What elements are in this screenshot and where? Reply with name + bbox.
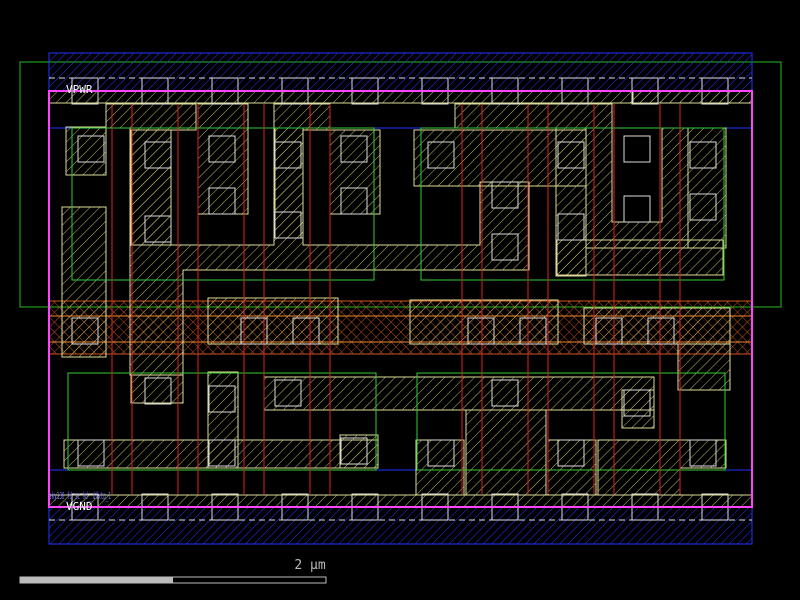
contacts-layer — [71, 135, 717, 467]
cell-name-label: sky130_fd_sc_hd__dfxtp_1 — [49, 491, 111, 502]
vpwr-rail-metal1 — [48, 52, 753, 92]
vpwr-pin-label: VPWR — [66, 83, 93, 96]
poly-gates — [111, 104, 681, 494]
vgnd-rail-metal1 — [48, 506, 753, 545]
cell-boundary — [48, 90, 753, 508]
scale-bar-label: 2 µm — [294, 558, 326, 573]
diffusion-layer — [67, 127, 726, 471]
scale-bar-fill — [20, 577, 173, 583]
local-interconnect-layer — [48, 90, 753, 508]
vgnd-pin-label: VGND — [66, 500, 93, 513]
scale-bar — [19, 576, 327, 584]
